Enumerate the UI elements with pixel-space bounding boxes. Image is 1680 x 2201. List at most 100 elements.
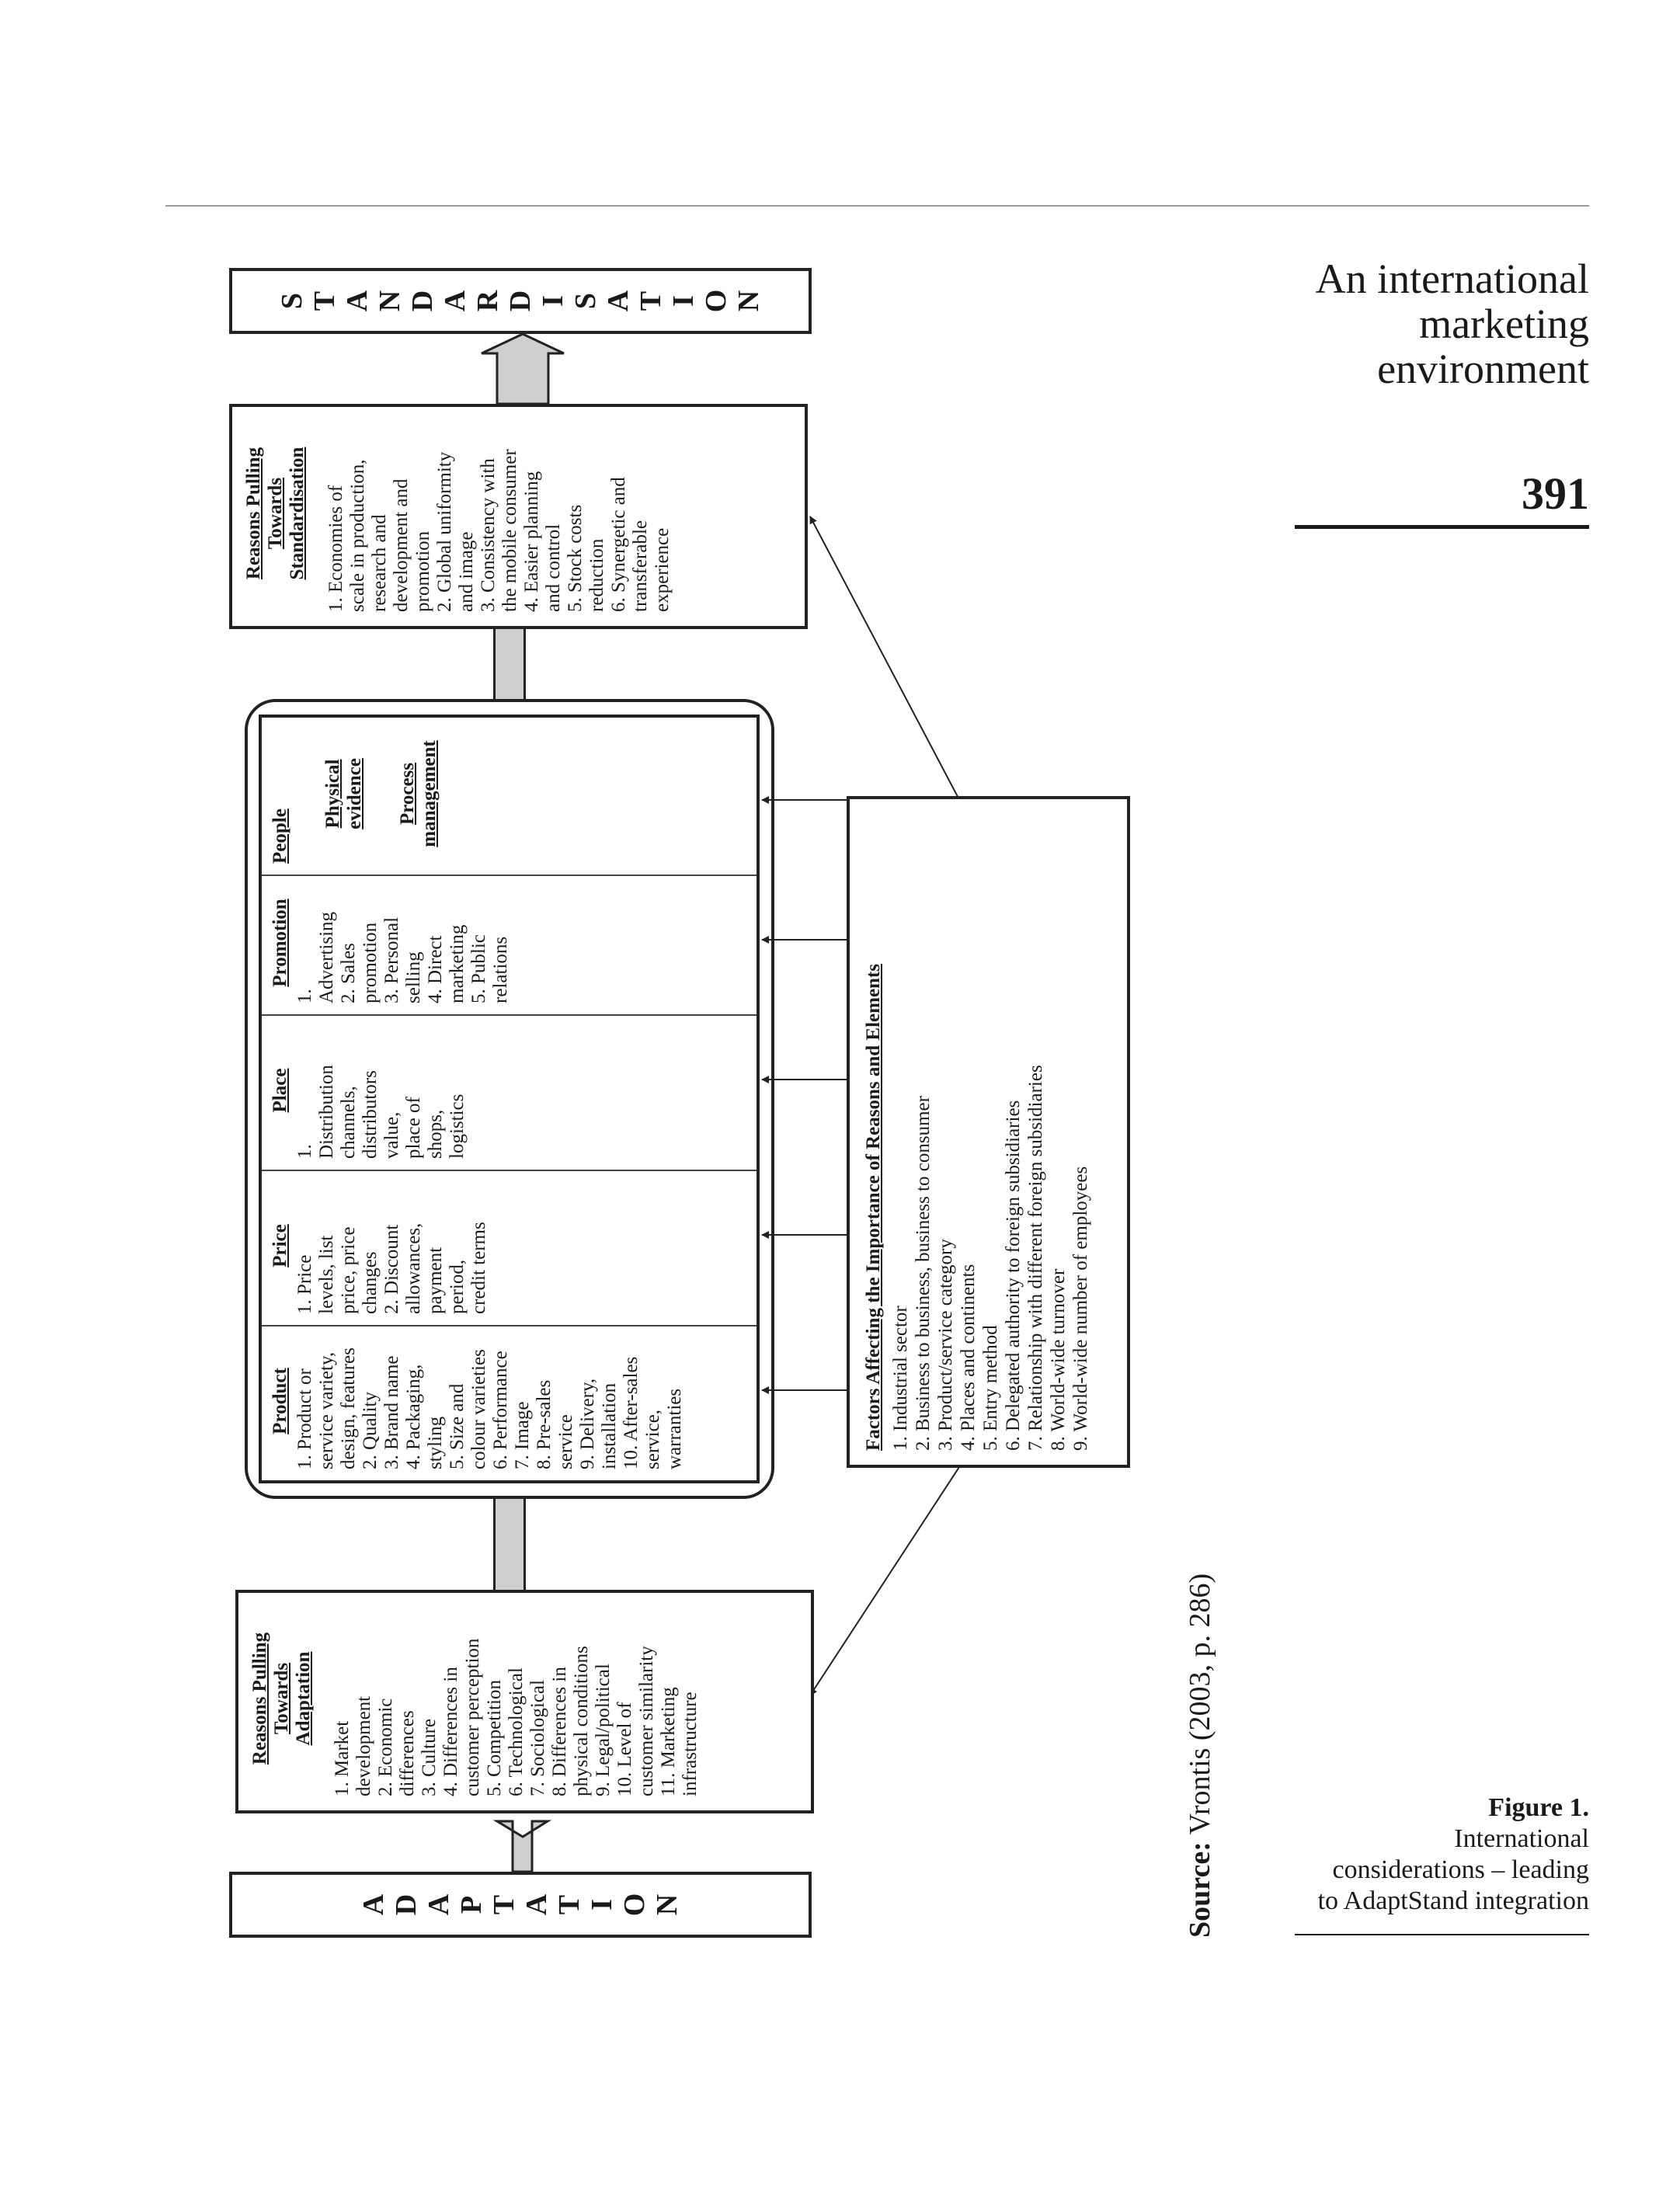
process-management-line: management — [419, 740, 440, 847]
mix-item: colour varieties — [468, 1349, 489, 1469]
caption-line: to AdaptStand integration — [1317, 1886, 1589, 1915]
reason-item: reduction — [586, 538, 607, 612]
section-title: An international marketing environment — [1316, 256, 1589, 391]
mix-item: 2. Discount — [381, 1224, 402, 1314]
arrow-to-adaptation — [492, 1820, 552, 1873]
reason-item: 7. Sociological — [527, 1680, 548, 1796]
mix-item: service, — [642, 1409, 663, 1469]
reason-item: 2. Global uniformity — [434, 451, 455, 612]
factor-item: 3. Product/service category — [935, 1239, 956, 1451]
mix-item: payment — [425, 1247, 446, 1314]
reason-item: differences — [397, 1710, 418, 1796]
standardisation-letter: A — [602, 290, 635, 312]
adaptation-letter: I — [586, 1899, 618, 1911]
reason-item: 3. Culture — [419, 1719, 440, 1796]
reason-item: the mobile consumer — [499, 449, 520, 612]
heading-line: Towards — [271, 1662, 292, 1735]
reason-item: physical conditions — [571, 1646, 592, 1796]
mix-item: 5. Size and — [447, 1383, 468, 1469]
adaptation-letter: T — [488, 1894, 520, 1915]
section-title-line: marketing — [1419, 301, 1589, 347]
page-number: 391 — [1522, 468, 1589, 519]
mix-item: Distribution — [316, 1065, 337, 1159]
figure-caption: Figure 1. International considerations –… — [1263, 1792, 1589, 1917]
standardisation-letter: A — [341, 290, 374, 312]
caption-line: International — [1454, 1824, 1589, 1853]
reason-item: scale in production, — [347, 459, 368, 612]
source-label: Source: — [1184, 1841, 1216, 1938]
mix-item: 2. Sales — [338, 943, 359, 1003]
physical-evidence: Physical evidence — [322, 724, 366, 864]
mix-item: 1. Product or — [294, 1368, 315, 1469]
mix-item: 9. Delivery, — [577, 1378, 598, 1469]
standardisation-letter: D — [504, 290, 537, 312]
factor-item: 9. World-wide number of employees — [1070, 1166, 1091, 1451]
standardisation-letter: D — [406, 290, 439, 312]
figure-source: Source: Vrontis (2003, p. 286) — [1183, 1289, 1216, 1938]
factor-item: 4. Places and continents — [958, 1264, 979, 1451]
reason-item: promotion — [412, 530, 433, 612]
process-management-line: Process — [397, 762, 418, 826]
standardisation-letter: I — [537, 295, 569, 307]
factor-item: 8. World-wide turnover — [1048, 1268, 1069, 1451]
mix-item: promotion — [360, 922, 381, 1003]
reason-item: 11. Marketing — [658, 1687, 679, 1796]
adaptation-letter: A — [423, 1893, 455, 1916]
connector-adapt-mix — [493, 1499, 526, 1590]
mix-item: shops, — [425, 1109, 446, 1159]
reason-item: experience — [652, 527, 673, 612]
adaptation-letter: D — [390, 1893, 423, 1916]
adaptation-letter: A — [357, 1893, 390, 1916]
mix-heading: Product — [270, 1368, 290, 1434]
reason-item: 1. Market — [332, 1720, 353, 1796]
mix-item: credit terms — [468, 1222, 489, 1314]
reasons-standardisation-box: Reasons Pulling Towards Standardisation … — [229, 404, 808, 629]
arrow-to-standardisation — [481, 332, 565, 405]
caption-line: considerations – leading — [1332, 1855, 1589, 1884]
adaptation-letter: P — [455, 1895, 488, 1914]
standardisation-letter: S — [569, 292, 602, 310]
mix-heading: Price — [270, 1224, 290, 1267]
standardisation-letter: A — [439, 290, 471, 312]
factor-item: 5. Entry method — [980, 1325, 1001, 1451]
factor-item: 7. Relationship with different foreign s… — [1025, 1065, 1046, 1451]
reason-item: 3. Consistency with — [478, 458, 499, 612]
mix-column-people: People Physical evidence Process managem… — [262, 718, 757, 874]
adaptation-letter: T — [553, 1894, 586, 1915]
mix-item: Advertising — [316, 911, 337, 1003]
mix-item: warranties — [664, 1388, 685, 1469]
mix-item: relations — [490, 936, 511, 1003]
reason-item: 6. Synergetic and — [608, 477, 629, 612]
standardisation-letter: O — [700, 289, 732, 313]
standardisation-letter: N — [374, 290, 406, 312]
reasons-adaptation-heading: Reasons Pulling Towards Adaptation — [249, 1601, 315, 1796]
reason-item: 1. Economies of — [325, 485, 346, 612]
mix-item: value, — [381, 1111, 402, 1159]
standardisation-letter: S — [276, 292, 308, 310]
heading-line: Standardisation — [287, 447, 308, 580]
heading-line: Reasons Pulling — [243, 447, 264, 580]
mix-item: 1. Price — [294, 1254, 315, 1314]
factor-item: 1. Industrial sector — [890, 1306, 911, 1451]
mix-heading: Promotion — [270, 899, 290, 987]
mix-item: 7. Image — [512, 1401, 533, 1469]
mix-item: price, price — [338, 1226, 359, 1314]
reason-item: transferable — [630, 520, 651, 612]
mix-item: 6. Performance — [490, 1351, 511, 1469]
standardisation-letter: I — [667, 295, 700, 307]
reason-item: 4. Easier planning — [521, 471, 542, 612]
mix-heading: Place — [270, 1068, 290, 1113]
mix-item: 2. Quality — [360, 1392, 381, 1469]
heading-line: Reasons Pulling — [249, 1632, 270, 1765]
process-management: Process management — [397, 724, 440, 864]
